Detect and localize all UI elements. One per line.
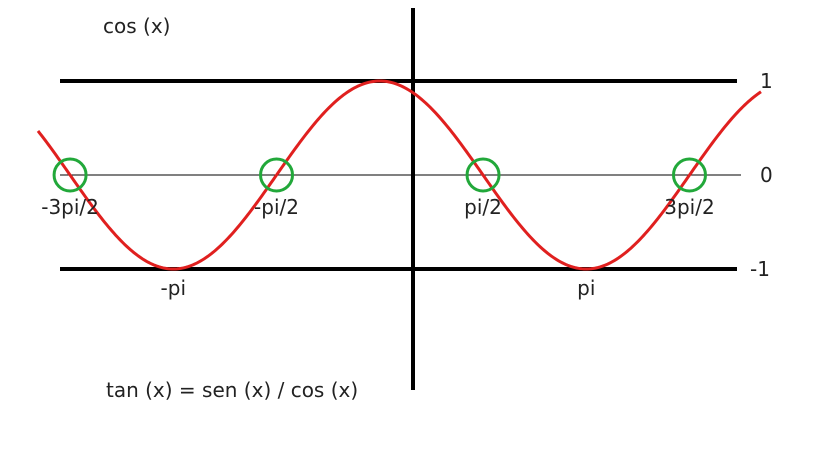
x-tick-label: -3pi/2 — [41, 195, 99, 219]
x-tick-label: -pi/2 — [254, 195, 299, 219]
cosine-curve — [36, 79, 762, 271]
tan-formula: tan (x) = sen (x) / cos (x) — [106, 378, 358, 402]
zero-markers — [52, 157, 707, 193]
x-tick-label: 3pi/2 — [664, 195, 714, 219]
y-tick-label: -1 — [750, 257, 770, 281]
zero-marker-circle — [259, 157, 295, 193]
chart-title: cos (x) — [103, 14, 170, 38]
x-tick-label: pi/2 — [464, 195, 502, 219]
y-tick-label: 0 — [760, 163, 773, 187]
x-tick-labels: -3pi/2 -pi/2 pi/2 3pi/2 -pi pi — [41, 195, 714, 300]
y-tick-labels: 1 0 -1 — [750, 69, 773, 281]
x-tick-label: pi — [577, 276, 595, 300]
zero-marker-circle — [52, 157, 88, 193]
y-tick-label: 1 — [760, 69, 773, 93]
zero-marker-circle — [671, 157, 707, 193]
x-tick-label: -pi — [161, 276, 186, 300]
zero-marker-circle — [465, 157, 501, 193]
